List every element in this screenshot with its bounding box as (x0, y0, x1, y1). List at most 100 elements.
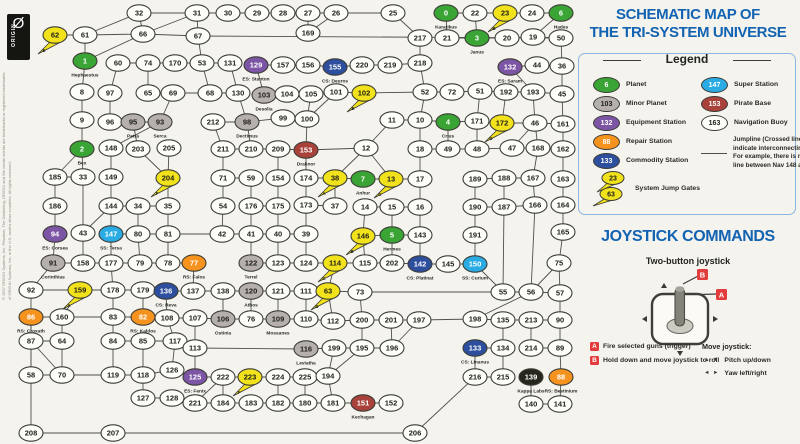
nav-node-shape (350, 170, 376, 188)
nav-node-shape (125, 225, 151, 243)
nav-node-number: 39 (302, 230, 310, 239)
nav-node-number: 109 (272, 315, 285, 324)
nav-node-number: 94 (51, 230, 60, 239)
nav-node-number: 161 (557, 120, 570, 129)
nav-node-number: 222 (217, 373, 230, 382)
nav-node-number: 76 (247, 315, 255, 324)
jump-gate-letter: A (322, 191, 326, 196)
map-node-182: 182 (265, 394, 291, 412)
nav-node-label: CS: Reva (155, 303, 176, 309)
map-node-28: 28 (270, 4, 296, 22)
legend-label: System Jump Gates (635, 184, 700, 192)
map-node-177: 177 (98, 254, 124, 272)
nav-node-number: 55 (499, 288, 507, 297)
nav-node-label: Leviatha (296, 361, 316, 367)
nav-node-shape (217, 54, 243, 72)
legend-label: Super Station (734, 80, 779, 88)
map-node-20: 20 (494, 29, 520, 47)
map-node-15: 15 (379, 198, 405, 216)
nav-node-shape (462, 310, 488, 328)
map-node-21: 21 (434, 29, 460, 47)
nav-node-shape (522, 196, 548, 214)
nav-node-shape (238, 394, 264, 412)
legend-item-jumpline: Jumpline (Crossed lines do not indicate … (701, 136, 800, 170)
map-node-42: 42 (209, 225, 235, 243)
nav-node-label: Hephaestus (71, 73, 99, 79)
nav-node-number: 63 (324, 287, 332, 296)
map-node-178: 178 (100, 281, 126, 299)
nav-node-shape (315, 367, 341, 385)
nav-node-number: 38 (331, 174, 339, 183)
nav-node-shape (293, 169, 319, 187)
nav-node-number: 145 (442, 260, 455, 269)
arrow-down-icon (677, 351, 683, 356)
legend-label: Navigation Buoy (734, 118, 788, 126)
nav-node-number: 92 (27, 286, 35, 295)
nav-node-shape (320, 394, 346, 412)
nav-node-shape (238, 140, 264, 158)
nav-node-shape (293, 225, 319, 243)
map-node-18: 18 (407, 140, 433, 158)
map-node-210: 210 (238, 140, 264, 158)
nav-node-shape (547, 311, 573, 329)
nav-node-shape (518, 311, 544, 329)
nav-node-label: Serca (153, 134, 166, 140)
nav-node-shape (462, 170, 488, 188)
nav-node-shape (130, 389, 156, 407)
nav-node-number: 154 (272, 174, 285, 183)
nav-node-number: 196 (386, 344, 399, 353)
nav-node-shape (550, 170, 576, 188)
nav-node-number: 153 (300, 146, 313, 155)
origin-logo-icon: Ø (12, 15, 25, 32)
nav-node-shape (406, 311, 432, 329)
map-node-213: 213 (518, 311, 544, 329)
map-node-73: 73 (347, 283, 373, 301)
nav-node-number: 167 (527, 174, 540, 183)
map-node-70: 70 (49, 366, 75, 384)
nav-node-number: 64 (58, 337, 67, 346)
nav-node-number: 133 (469, 344, 482, 353)
nav-node-shape (548, 368, 574, 386)
nav-node-shape (435, 255, 461, 273)
nav-node-shape (265, 254, 291, 272)
map-node-164: 164 (550, 196, 576, 214)
nav-node-shape (70, 254, 96, 272)
nav-node-number: 182 (272, 399, 285, 408)
nav-node-shape (130, 332, 156, 350)
nav-node-number: 46 (531, 119, 539, 128)
map-node-107: 107 (182, 309, 208, 327)
nav-node-shape (351, 84, 377, 102)
nav-node-shape (435, 113, 461, 131)
nav-node-shape (265, 225, 291, 243)
nav-node-number: 163 (557, 175, 570, 184)
nav-node-number: 61 (81, 31, 89, 40)
map-node-217: 217 (407, 29, 433, 47)
nav-node-shape (352, 254, 378, 272)
nav-node-number: 140 (525, 400, 538, 409)
nav-node-number: 18 (416, 145, 424, 154)
map-node-181: 181 (320, 394, 346, 412)
nav-node-shape (100, 424, 126, 442)
map-node-149: 149 (98, 168, 124, 186)
nav-node-number: 5 (390, 231, 394, 240)
commodity-station-swatch: 133 (593, 153, 620, 169)
map-node-72: 72 (439, 83, 465, 101)
nav-node-number: 216 (469, 373, 482, 382)
nav-node-shape (518, 395, 544, 413)
map-node-32: 32 (126, 4, 152, 22)
nav-node-shape (210, 310, 236, 328)
nav-node-shape (295, 56, 321, 74)
nav-node-number: 123 (272, 259, 285, 268)
nav-node-shape (379, 226, 405, 244)
map-node-84: 84 (100, 332, 126, 350)
nav-node-shape (238, 169, 264, 187)
nav-node-shape (98, 254, 124, 272)
map-node-183: 183 (238, 394, 264, 412)
map-node-162: 162 (550, 140, 576, 158)
nav-node-number: 83 (109, 313, 117, 322)
